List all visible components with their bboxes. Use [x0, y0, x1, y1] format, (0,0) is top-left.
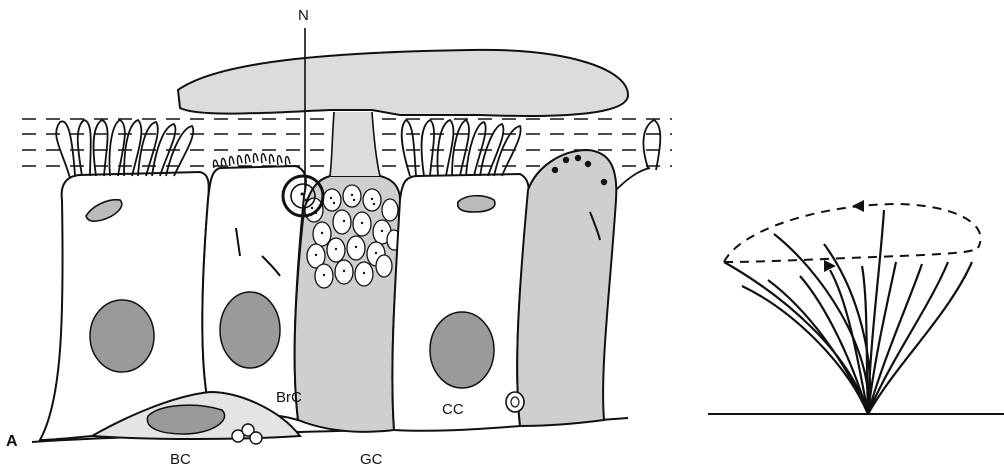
panel-label: A	[6, 433, 18, 450]
label-gc: GC	[360, 451, 383, 468]
edge-cell-right	[616, 120, 660, 190]
mucus-layer	[178, 50, 628, 116]
label-bc: BC	[170, 451, 191, 468]
ciliary-beat-diagram	[708, 200, 1004, 414]
label-n: N	[298, 7, 309, 24]
beat-arrows	[824, 200, 864, 272]
brush-cell	[202, 154, 306, 420]
ciliated-cell-left	[40, 120, 212, 440]
label-cc: CC	[442, 401, 464, 418]
cilia-strokes	[724, 210, 972, 414]
label-brc: BrC	[276, 389, 302, 406]
beat-envelope	[724, 204, 981, 262]
